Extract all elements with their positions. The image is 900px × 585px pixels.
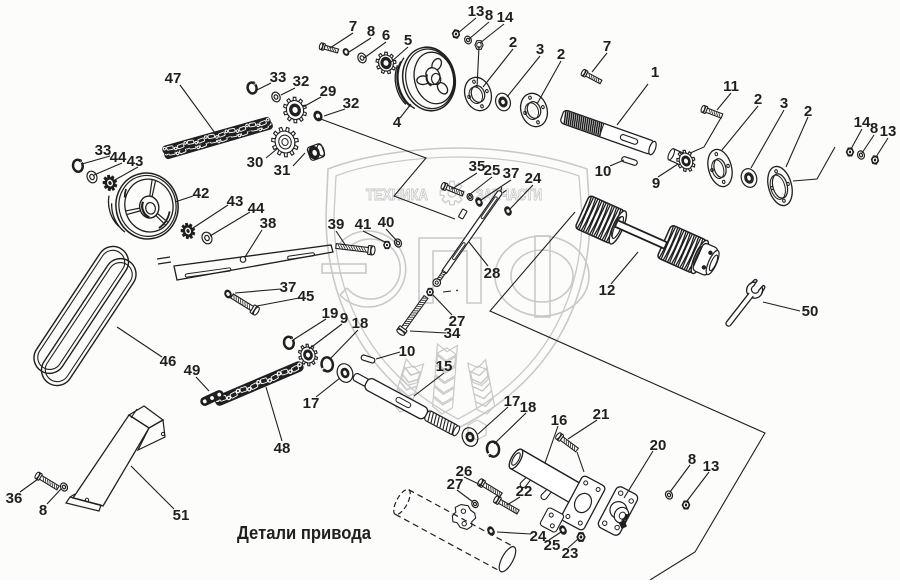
svg-text:13: 13 — [880, 123, 897, 140]
svg-text:42: 42 — [193, 185, 210, 202]
svg-text:47: 47 — [165, 70, 182, 87]
svg-text:21: 21 — [593, 406, 610, 423]
svg-text:ТЕХНИКА: ТЕХНИКА — [366, 187, 428, 204]
svg-text:32: 32 — [343, 95, 360, 112]
svg-text:14: 14 — [854, 114, 871, 131]
svg-text:12: 12 — [599, 282, 616, 299]
svg-text:10: 10 — [399, 343, 416, 360]
svg-text:17: 17 — [504, 393, 521, 410]
svg-text:22: 22 — [516, 483, 533, 500]
svg-text:28: 28 — [484, 265, 501, 282]
svg-text:24: 24 — [530, 528, 547, 545]
svg-text:50: 50 — [802, 303, 819, 320]
svg-text:8: 8 — [870, 120, 878, 137]
svg-text:11: 11 — [723, 78, 739, 95]
svg-text:2: 2 — [754, 91, 762, 108]
svg-text:43: 43 — [127, 153, 144, 170]
svg-text:48: 48 — [274, 440, 291, 457]
svg-text:41: 41 — [355, 216, 372, 233]
svg-text:13: 13 — [468, 3, 485, 20]
svg-text:40: 40 — [378, 214, 395, 231]
svg-text:17: 17 — [303, 395, 320, 412]
svg-text:9: 9 — [652, 175, 660, 192]
svg-text:15: 15 — [436, 358, 453, 375]
svg-text:10: 10 — [595, 163, 612, 180]
svg-text:1: 1 — [651, 64, 659, 81]
svg-text:37: 37 — [280, 279, 297, 296]
svg-text:5: 5 — [404, 32, 412, 49]
svg-text:44: 44 — [248, 200, 265, 217]
svg-text:8: 8 — [688, 451, 696, 468]
svg-text:20: 20 — [650, 437, 667, 454]
svg-text:18: 18 — [520, 399, 537, 416]
svg-text:32: 32 — [293, 73, 310, 90]
svg-text:8: 8 — [367, 23, 375, 40]
svg-text:27: 27 — [449, 313, 466, 330]
svg-text:30: 30 — [247, 154, 264, 171]
svg-text:13: 13 — [703, 458, 720, 475]
svg-text:8: 8 — [485, 7, 493, 24]
svg-text:25: 25 — [544, 537, 561, 554]
svg-text:6: 6 — [382, 27, 390, 44]
svg-text:18: 18 — [352, 315, 369, 332]
svg-text:34: 34 — [444, 325, 461, 342]
svg-text:8: 8 — [39, 502, 47, 519]
svg-text:ЗАПЧАСТИ: ЗАПЧАСТИ — [476, 187, 542, 204]
svg-text:2: 2 — [804, 103, 812, 120]
svg-text:25: 25 — [484, 162, 501, 179]
svg-text:45: 45 — [298, 288, 315, 305]
svg-text:3: 3 — [536, 41, 544, 58]
svg-text:37: 37 — [503, 165, 520, 182]
svg-text:7: 7 — [349, 18, 357, 35]
svg-text:33: 33 — [95, 142, 112, 159]
svg-text:35: 35 — [469, 158, 486, 175]
svg-text:19: 19 — [322, 305, 339, 322]
svg-text:43: 43 — [227, 193, 244, 210]
svg-text:9: 9 — [340, 310, 348, 327]
svg-text:2: 2 — [557, 46, 565, 63]
svg-text:51: 51 — [173, 507, 190, 524]
svg-text:3: 3 — [780, 95, 788, 112]
svg-text:29: 29 — [320, 83, 337, 100]
svg-text:7: 7 — [603, 38, 611, 55]
svg-text:36: 36 — [6, 490, 23, 507]
svg-text:44: 44 — [110, 149, 127, 166]
svg-text:31: 31 — [274, 162, 291, 179]
svg-text:2: 2 — [509, 34, 517, 51]
svg-text:46: 46 — [160, 353, 177, 370]
svg-text:33: 33 — [270, 69, 287, 86]
svg-text:26: 26 — [456, 463, 473, 480]
svg-text:4: 4 — [393, 114, 402, 131]
svg-text:49: 49 — [184, 362, 201, 379]
svg-text:Детали привода: Детали привода — [237, 523, 372, 543]
svg-text:38: 38 — [260, 215, 277, 232]
svg-text:39: 39 — [328, 216, 345, 233]
svg-text:24: 24 — [525, 170, 542, 187]
svg-text:27: 27 — [447, 476, 464, 493]
svg-text:16: 16 — [551, 412, 568, 429]
svg-text:23: 23 — [562, 545, 579, 562]
svg-text:14: 14 — [497, 9, 514, 26]
